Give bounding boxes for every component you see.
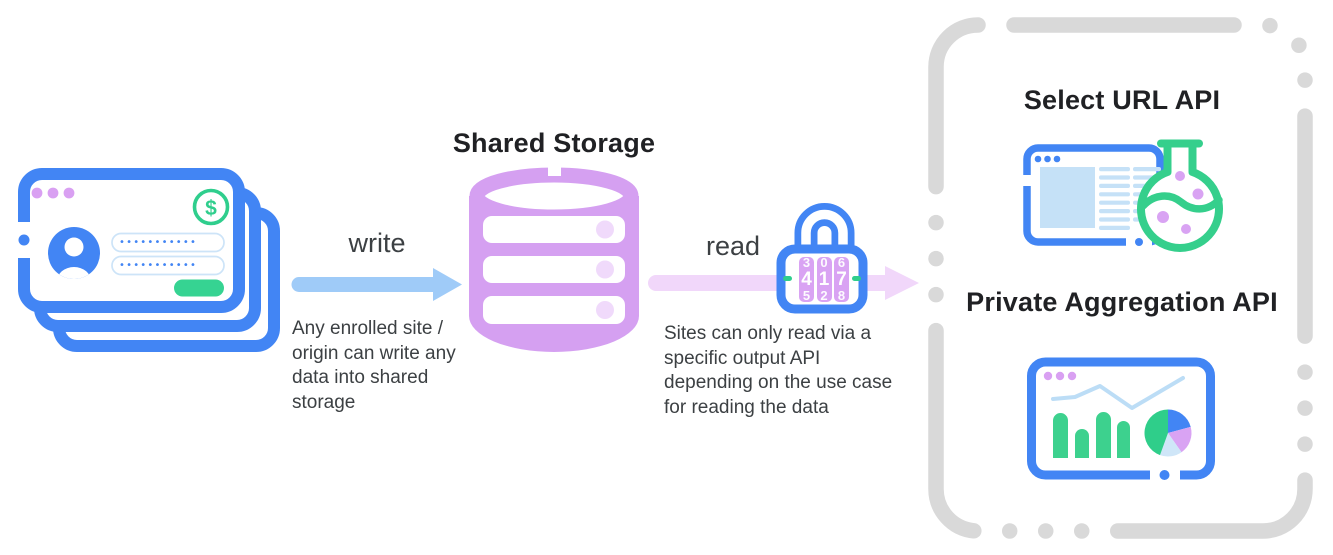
write-label: write [348,228,406,258]
private-aggregation-api-title: Private Aggregation API [966,287,1278,317]
pie-chart [1144,409,1192,457]
line-chart [1051,376,1185,410]
select-url-api-icon [1021,139,1223,252]
database-cylinder-icon [469,158,639,352]
read-description: Sites can only read via a specific outpu… [664,323,893,418]
bar-chart [1053,412,1130,458]
dial-digit-main: 4 [801,269,812,290]
read-label: read [705,231,761,261]
write-description: Any enrolled site / origin can write any… [292,318,456,413]
dial-tick-right [852,276,861,281]
submit-button-shape [174,279,224,297]
lock-dial-2: 0 1 2 [816,257,832,303]
select-url-api-title: Select URL API [1023,85,1221,115]
dial-digit-main: 7 [836,269,847,290]
stacked-browser-windows-icon: $ [16,168,280,352]
password-field-2 [111,255,225,276]
output-panel-dashed-border [928,17,1313,539]
dial-digit-main: 1 [818,269,830,290]
page-content-block [1040,167,1095,228]
password-field-1 [111,232,225,253]
dial-digit-above: 3 [802,257,811,270]
window-control-dots [31,187,75,199]
lock-dial-3: 6 7 8 [834,257,849,302]
dollar-circle-icon: $ [192,188,230,226]
shared-storage-title: Shared Storage [452,128,656,158]
analytics-dashboard-icon [1027,357,1215,482]
dial-digit-above: 0 [820,257,828,270]
write-arrow [291,268,462,301]
user-avatar-icon [48,227,100,279]
dial-tick-left [783,276,792,281]
dial-digit-above: 6 [837,257,846,270]
border-dot [18,234,30,246]
lab-flask-icon [1137,139,1223,252]
svg-text:$: $ [205,197,217,220]
password-dots-1: ••••••••••• [119,236,198,248]
dial-digit-below: 5 [802,288,811,303]
password-dots-2: ••••••••••• [119,259,198,271]
dial-digit-below: 2 [820,288,828,303]
lock-dial-1: 3 4 5 [799,257,814,302]
dial-digit-below: 8 [837,288,846,303]
